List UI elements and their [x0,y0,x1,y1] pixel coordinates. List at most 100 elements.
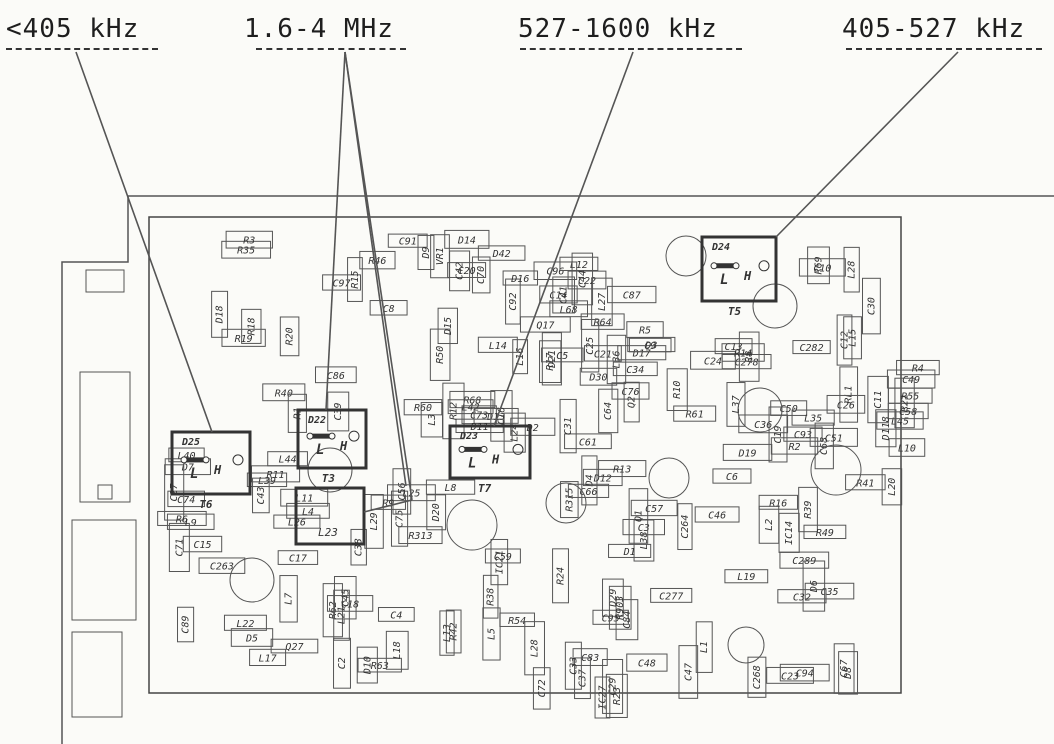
part-label: L12 [570,260,588,271]
component-c89: C89 [177,606,195,643]
part-footprint [390,490,409,547]
component-l35: L35 [791,409,835,426]
part-label: IC14 [784,521,795,545]
component-c36: C36 [738,414,789,434]
part-footprint [221,328,266,347]
part-footprint [791,409,835,426]
component-c19: C19 [768,406,788,463]
part-footprint [738,331,760,382]
coil-low-label: L [468,455,476,471]
component-c17: C17 [277,550,319,565]
electrolytic-capacitor [665,235,707,277]
electrolytic-capacitor [727,626,765,664]
component-r23: R23 [605,673,628,718]
part-footprint [71,631,123,718]
component-c86: C86 [314,366,357,384]
part-label: C91 [399,237,417,248]
band-label-1.6-4mhz: 1.6-4 MHz [244,14,394,44]
leader-line [344,51,413,501]
part-label: C70 [476,266,487,284]
part-footprint [252,477,270,514]
part-label: L9 [185,518,197,529]
part-label: R4 [912,364,924,375]
component-c64: C64 [598,388,619,434]
part-label: L7 [284,593,295,605]
component-c32: C32 [777,589,827,604]
part-footprint [612,361,658,377]
part-label: D118 [881,416,892,441]
part-label: C95 [602,613,620,624]
component-c84: C84 [615,599,639,641]
component-c13: C13 [714,338,753,355]
part-footprint [567,270,607,290]
leader-line [325,51,346,411]
part-footprint [182,535,223,553]
part-footprint [477,245,526,261]
component-c8: C8 [369,300,408,316]
component-c24: C24 [690,350,736,370]
component-r8: R8 [738,331,760,382]
part-label: L14 [489,341,507,352]
component-c61: C61 [564,433,612,450]
part-label: L18 [392,641,403,659]
part-footprint [503,412,526,453]
part-footprint [747,656,767,698]
part-label: C87 [623,291,641,302]
part-label: C61 [579,437,597,448]
coil-pad [512,443,524,455]
component-l20: L20 [881,468,903,506]
part-footprint [792,340,831,355]
component-r24: R24 [552,548,569,604]
part-label: C4 [390,610,402,621]
part-label: C74 [177,495,195,506]
component-r50: R50 [429,328,451,381]
part-label: C86 [327,371,345,382]
component-c277: C277 [650,587,693,603]
part-footprint [490,538,509,586]
component-l42: L42 [447,399,494,415]
part-footprint [442,382,465,440]
component-c282: C282 [792,340,831,355]
component-c67: C67 [833,643,855,694]
part-footprint [738,414,789,434]
part-footprint [571,252,594,306]
part-label: C67 [839,660,850,678]
part-label: R11 [267,470,285,481]
part-label: C72 [537,679,548,697]
part-label: D16 [510,274,529,285]
band-label-527-1600khz: 527-1600 kHz [518,14,718,44]
component-r49: R49 [803,524,847,540]
part-label: L29 [369,512,380,530]
part-label: R9 [382,498,394,509]
band-label-underline [256,48,406,50]
part-footprint [166,513,215,530]
part-footprint [768,406,788,463]
part-label: D1 [623,547,636,558]
part-footprint [804,582,855,600]
component-c27: C27 [164,464,185,521]
part-footprint [690,350,736,370]
component-c20: C20 [447,262,487,278]
part-footprint [567,483,610,498]
part-footprint [836,314,853,366]
part-footprint [482,607,501,661]
component-c26: C26 [826,394,866,414]
part-label: R49 [816,528,834,539]
part-label: C278 [735,358,759,369]
part-footprint [560,481,579,519]
part-label: C21 [594,349,612,360]
coil-diode-label: D25 [181,437,200,448]
part-footprint [524,621,545,676]
part-footprint [605,673,628,718]
part-label: C38 [354,538,365,556]
part-footprint [429,328,451,381]
part-footprint [223,614,267,631]
component-c59: C59 [484,548,521,564]
part-label: C27 [169,483,180,501]
part-footprint [246,472,288,488]
part-footprint [277,550,319,565]
component-r315: R315 [560,481,579,519]
part-footprint [519,316,571,333]
part-label: C263 [210,562,234,573]
component-d18: D18 [211,290,229,338]
